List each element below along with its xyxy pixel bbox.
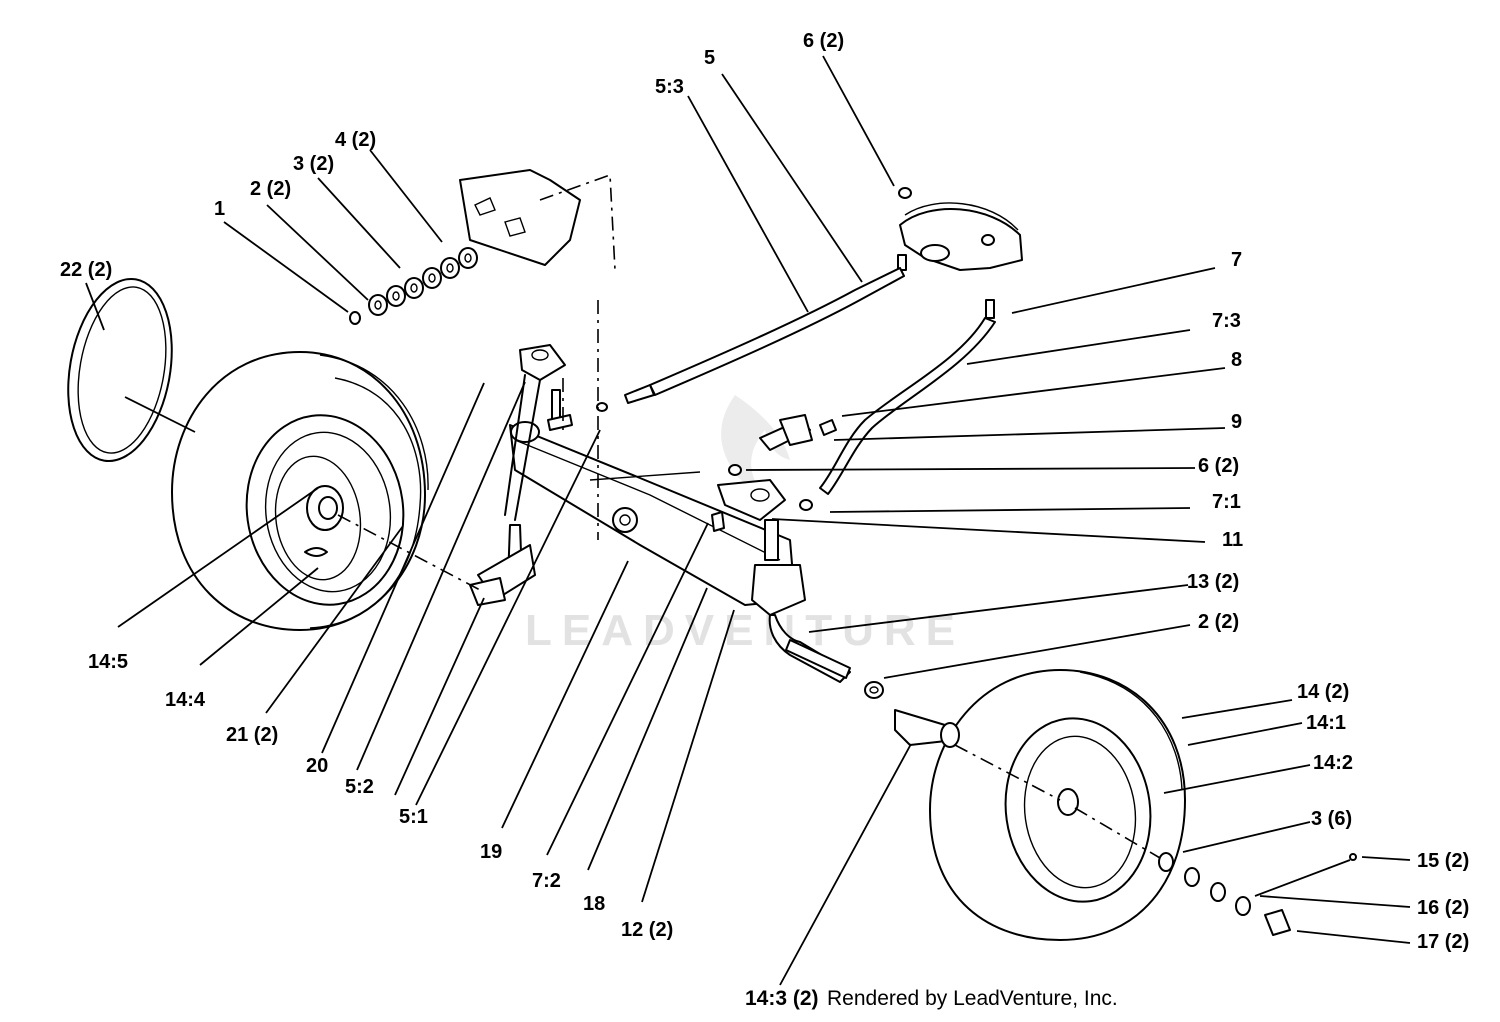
pivot-bracket <box>728 414 837 476</box>
tire-band <box>67 277 173 463</box>
callout-7-2: 7:2 <box>532 870 561 892</box>
callout-14-1: 14:1 <box>1306 712 1346 734</box>
callout-18: 18 <box>583 893 605 915</box>
callout-6-top: 6 (2) <box>803 30 844 52</box>
callout-14-4: 14:4 <box>165 689 206 711</box>
callout-11: 11 <box>1222 529 1243 551</box>
callout-1: 1 <box>214 198 225 220</box>
callout-19: 19 <box>480 841 502 863</box>
callout-22: 22 (2) <box>60 259 112 281</box>
callout-20: 20 <box>306 755 328 777</box>
callout-2-top: 2 (2) <box>250 178 291 200</box>
callout-12: 12 (2) <box>621 919 673 941</box>
callout-3-top: 3 (2) <box>293 153 334 175</box>
callout-7: 7 <box>1231 249 1242 271</box>
right-wheel <box>929 669 1186 941</box>
callout-8: 8 <box>1231 349 1242 371</box>
callout-17: 17 (2) <box>1417 931 1469 953</box>
callout-9: 9 <box>1231 411 1242 433</box>
left-wheel <box>171 351 429 631</box>
sector-gear <box>897 187 1023 319</box>
right-hub-parts <box>785 639 1357 936</box>
callout-5-1: 5:1 <box>399 806 428 828</box>
footer: 14:3 (2) Rendered by LeadVenture, Inc. <box>745 987 1118 1010</box>
washer-stack-top <box>349 247 478 325</box>
callout-13: 13 (2) <box>1187 571 1239 593</box>
drag-link <box>596 267 905 412</box>
callout-14-2: 14:2 <box>1313 752 1353 774</box>
callout-6-mid: 6 (2) <box>1198 455 1239 477</box>
callout-5-2: 5:2 <box>345 776 374 798</box>
steering-plate <box>459 169 616 271</box>
callout-3-bot: 3 (6) <box>1311 808 1352 830</box>
callout-5: 5 <box>704 47 715 69</box>
callout-14-5: 14:5 <box>88 651 128 673</box>
tie-rod <box>799 317 996 511</box>
watermark-text: LEADVENTURE <box>525 606 965 655</box>
footer-part-label: 14:3 (2) <box>745 987 819 1010</box>
callout-21: 21 (2) <box>226 724 278 746</box>
callout-7-1: 7:1 <box>1212 491 1241 513</box>
callout-2-mid: 2 (2) <box>1198 611 1239 633</box>
callout-4: 4 (2) <box>335 129 376 151</box>
callout-5-3: 5:3 <box>655 76 684 98</box>
left-spindle <box>469 344 573 606</box>
callout-15: 15 (2) <box>1417 850 1469 872</box>
callout-14: 14 (2) <box>1297 681 1349 703</box>
footer-credit: Rendered by LeadVenture, Inc. <box>827 987 1118 1010</box>
callouts: 1 2 (2) 3 (2) 4 (2) 22 (2) 5:3 5 6 (2) 7… <box>60 30 1469 953</box>
callout-16: 16 (2) <box>1417 897 1469 919</box>
callout-7-3: 7:3 <box>1212 310 1241 332</box>
leader-lines <box>85 55 1411 986</box>
